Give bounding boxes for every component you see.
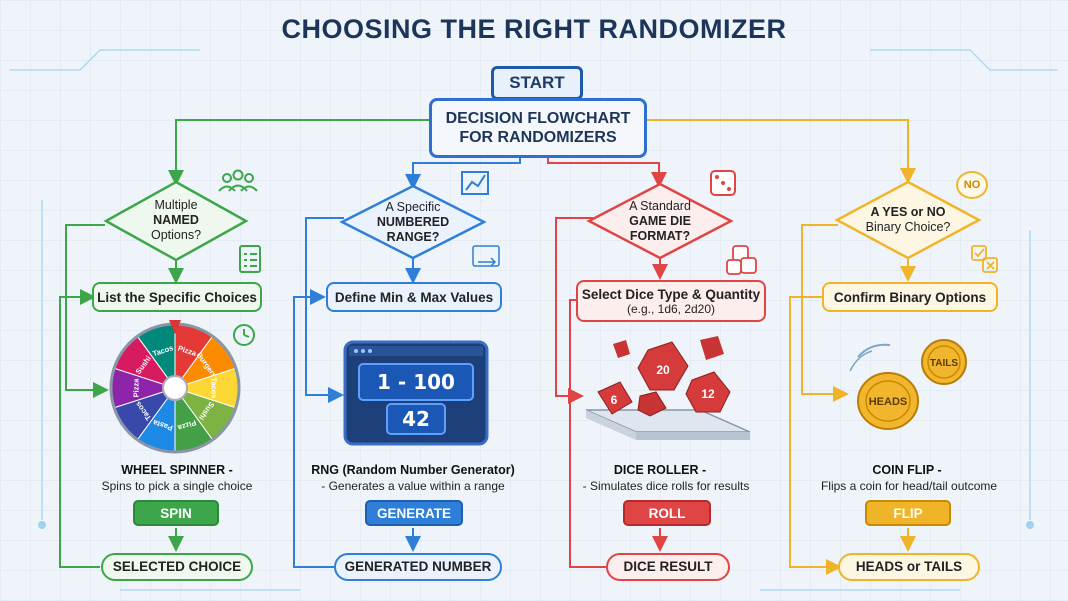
question-wheel-l3: Options? <box>150 228 202 242</box>
wheel-segments: PizzaBurgersTacosSushiPizzaPastaTacosPiz… <box>109 322 241 454</box>
question-diamond-wheel <box>103 180 249 262</box>
heads-or-tails-result: HEADS or TAILS <box>838 553 980 581</box>
question-rng: A Specific NUMBERED RANGE? <box>363 200 463 245</box>
step-select-dice-example: (e.g., 1d6, 2d20) <box>626 301 716 316</box>
question-wheel: Multiple NAMED Options? <box>126 198 226 243</box>
question-dice: A Standard GAME DIE FORMAT? <box>610 199 710 244</box>
rng-name: RNG (Random Number Generator) <box>311 463 515 477</box>
wheel-segment-label: Pizza <box>131 378 140 398</box>
question-rng-l2: NUMBERED <box>376 215 450 229</box>
step-select-dice: Select Dice Type & Quantity (e.g., 1d6, … <box>576 280 766 322</box>
die-icon <box>710 170 736 196</box>
question-coin-l1: A YES or NO <box>870 205 946 219</box>
timer-icon <box>233 324 255 346</box>
rng-screen-illustration: 1 - 100 42 <box>343 340 489 446</box>
question-dice-l1: A Standard <box>629 199 691 213</box>
generate-button[interactable]: GENERATE <box>365 500 463 526</box>
coin-flip-name: COIN FLIP - <box>872 463 942 477</box>
die-face-d6: 6 <box>611 393 618 407</box>
wheel-pointer-icon <box>169 320 181 334</box>
start-node: START <box>491 66 583 100</box>
question-dice-l2: GAME DIE <box>629 214 691 228</box>
die-face-d12: 12 <box>701 387 715 401</box>
wheel-spinner-desc: Spins to pick a single choice <box>101 479 253 493</box>
question-rng-l1: A Specific <box>385 200 441 214</box>
question-coin: A YES or NO Binary Choice? <box>853 205 963 235</box>
selected-choice-result: SELECTED CHOICE <box>101 553 253 581</box>
wheel-spinner-name: WHEEL SPINNER - <box>121 463 233 477</box>
dice-roller-name: DICE ROLLER - <box>613 463 707 477</box>
step-confirm-binary: Confirm Binary Options <box>822 282 998 312</box>
decision-line-2: FOR RANDOMIZERS <box>459 129 617 146</box>
people-icon <box>218 169 258 192</box>
coin-tails-text: TAILS <box>930 358 958 369</box>
step-list-choices-label: List the Specific Choices <box>97 289 257 305</box>
die-face-d20: 20 <box>656 363 670 377</box>
question-coin-l2: Binary Choice? <box>865 220 951 234</box>
no-badge: NO <box>956 171 988 199</box>
step-select-dice-label: Select Dice Type & Quantity <box>581 286 761 302</box>
coin-flip-illustration: TAILS HEADS <box>849 339 967 430</box>
question-wheel-l2: NAMED <box>153 213 199 227</box>
decision-flowchart-box: DECISION FLOWCHART FOR RANDOMIZERS <box>429 98 647 158</box>
range-icon <box>472 245 500 267</box>
coin-flip-desc: Flips a coin for head/tail outcome <box>820 479 998 493</box>
dice-roller-illustration: 6 20 12 <box>585 336 751 440</box>
clipboard-icon <box>239 245 261 273</box>
step-define-range: Define Min & Max Values <box>326 282 502 312</box>
wheel-segment-label: Tacos <box>210 377 219 398</box>
spin-button[interactable]: SPIN <box>133 500 219 526</box>
dice-result: DICE RESULT <box>606 553 730 581</box>
question-wheel-l1: Multiple <box>154 198 198 212</box>
step-define-range-label: Define Min & Max Values <box>334 289 494 305</box>
coin-heads-text: HEADS <box>869 396 908 408</box>
question-diamond-coin <box>834 180 982 260</box>
decision-line-1: DECISION FLOWCHART <box>445 110 631 127</box>
generated-number-result: GENERATED NUMBER <box>334 553 502 581</box>
flip-button[interactable]: FLIP <box>865 500 951 526</box>
step-list-choices: List the Specific Choices <box>92 282 262 312</box>
step-confirm-binary-label: Confirm Binary Options <box>833 289 987 305</box>
rng-range-text: 1 - 100 <box>377 370 455 394</box>
chart-icon <box>461 171 489 195</box>
question-diamond-rng <box>339 184 487 260</box>
rng-desc: - Generates a value within a range <box>321 479 505 493</box>
question-diamond-dice <box>586 182 734 260</box>
roll-button[interactable]: ROLL <box>623 500 711 526</box>
wheel-spinner-illustration: PizzaBurgersTacosSushiPizzaPastaTacosPiz… <box>109 320 241 454</box>
dice-pair-icon <box>726 245 757 275</box>
question-dice-l3: FORMAT? <box>629 229 691 243</box>
page-title: CHOOSING THE RIGHT RANDOMIZER <box>281 14 787 44</box>
question-rng-l3: RANGE? <box>386 230 440 244</box>
dice-roller-desc: - Simulates dice rolls for results <box>582 479 750 493</box>
checkbox-icon <box>971 245 998 273</box>
rng-value-text: 42 <box>402 407 430 431</box>
